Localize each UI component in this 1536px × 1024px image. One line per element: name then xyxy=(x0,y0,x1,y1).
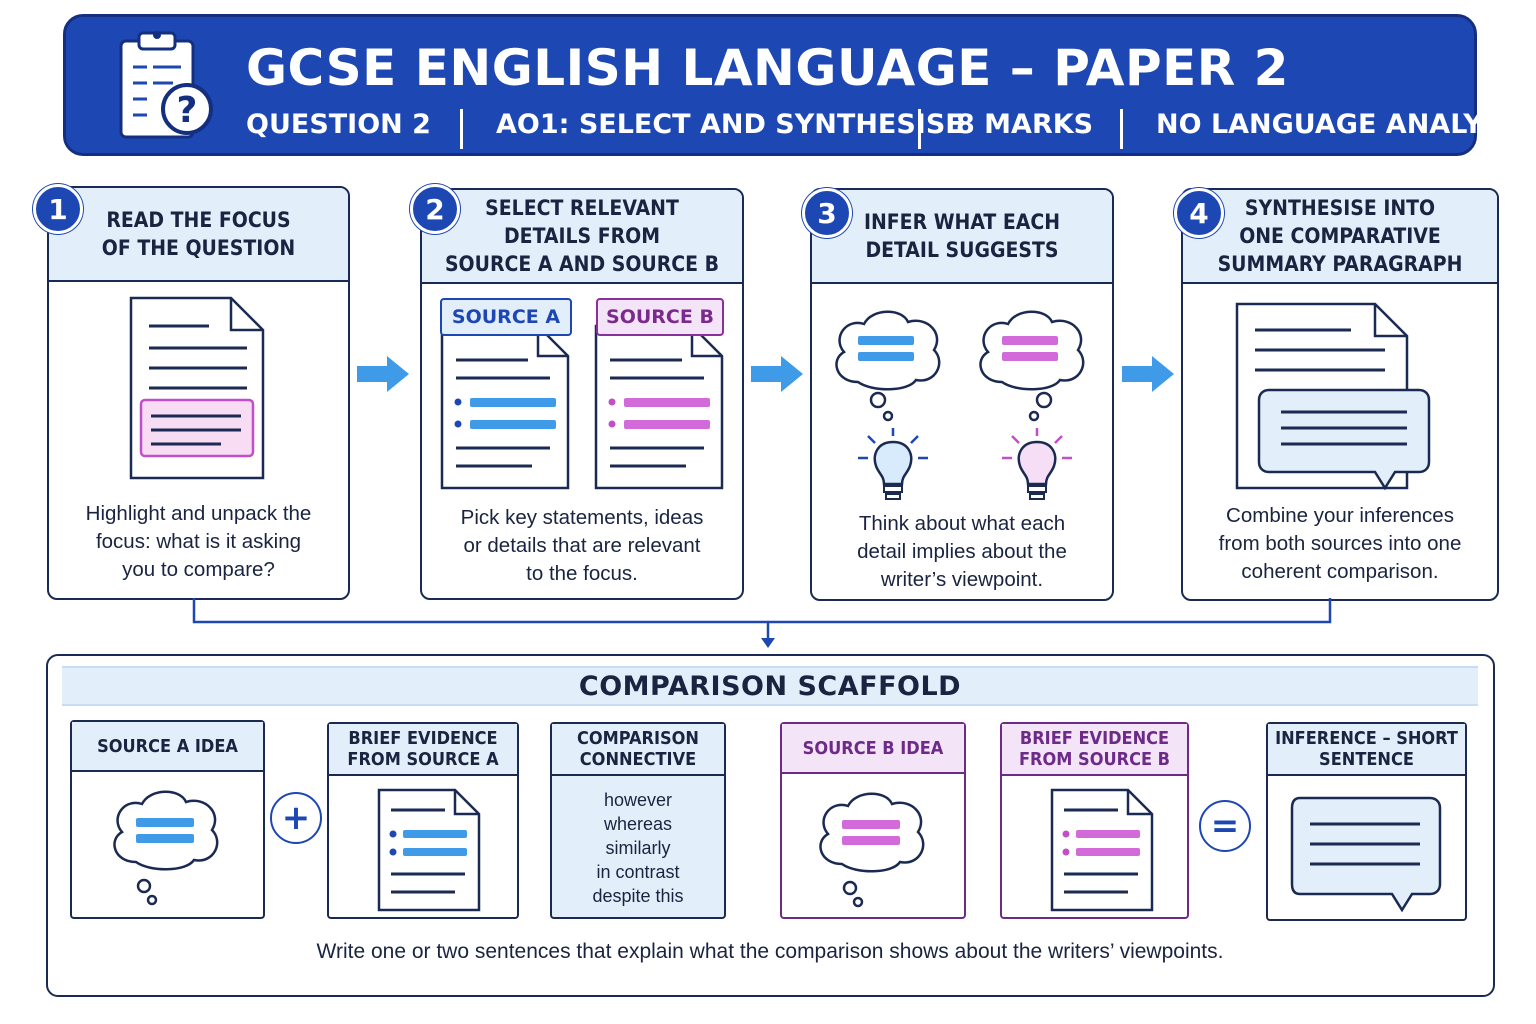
thought-bubble-blue-icon xyxy=(835,310,941,500)
plus-operator: + xyxy=(270,792,322,844)
document-blue-icon xyxy=(377,788,481,912)
svg-text:?: ? xyxy=(177,90,198,131)
document-purple-icon xyxy=(1050,788,1154,912)
source-a-tag: SOURCE A xyxy=(440,298,572,336)
comparison-connective-box: COMPARISON CONNECTIVE however whereas si… xyxy=(550,722,726,919)
inference-label: INFERENCE – SHORT SENTENCE xyxy=(1275,728,1458,770)
step-4-number: 4 xyxy=(1174,188,1224,238)
source-b-idea-label: SOURCE B IDEA xyxy=(802,737,944,759)
inference-header: INFERENCE – SHORT SENTENCE xyxy=(1268,724,1465,776)
arrow-right-icon xyxy=(751,356,803,392)
step-1-panel: READ THE FOCUS OF THE QUESTION Highlight… xyxy=(47,186,350,600)
thought-bubble-purple-icon xyxy=(819,792,925,908)
connective-item: in contrast xyxy=(596,862,680,882)
step-3-header: INFER WHAT EACH DETAIL SUGGESTS xyxy=(812,190,1112,284)
source-a-idea-header: SOURCE A IDEA xyxy=(72,722,263,772)
source-a-document-icon xyxy=(440,324,570,490)
evidence-a-box: BRIEF EVIDENCE FROM SOURCE A xyxy=(327,722,519,919)
evidence-b-header: BRIEF EVIDENCE FROM SOURCE B xyxy=(1002,724,1187,776)
step-2-panel: SELECT RELEVANT DETAILS FROM SOURCE A AN… xyxy=(420,188,744,600)
evidence-b-label: BRIEF EVIDENCE FROM SOURCE B xyxy=(1018,728,1171,770)
connective-item: whereas xyxy=(603,814,673,834)
arrow-down-icon xyxy=(761,638,775,648)
header-banner: ? GCSE ENGLISH LANGUAGE – PAPER 2 QUESTI… xyxy=(63,14,1532,156)
divider xyxy=(918,109,921,149)
divider xyxy=(1120,109,1123,149)
divider xyxy=(460,109,463,149)
step-1-number: 1 xyxy=(33,184,83,234)
assessment-objective-label: AO1: SELECT AND SYNTHESISE xyxy=(496,109,964,140)
step-3-panel: INFER WHAT EACH DETAIL SUGGESTS xyxy=(810,188,1114,601)
scaffold-instruction: Write one or two sentences that explain … xyxy=(316,940,1224,963)
evidence-a-header: BRIEF EVIDENCE FROM SOURCE A xyxy=(329,724,517,776)
comparison-connective-label: COMPARISON CONNECTIVE xyxy=(577,728,699,770)
connective-item: however xyxy=(603,790,673,810)
evidence-b-box: BRIEF EVIDENCE FROM SOURCE B xyxy=(1000,722,1189,919)
step-3-number: 3 xyxy=(802,188,852,238)
inference-box: INFERENCE – SHORT SENTENCE xyxy=(1266,722,1467,921)
step-2-description: Pick key statements, ideas or details th… xyxy=(460,506,704,585)
connective-item: similarly xyxy=(605,838,671,858)
source-a-idea-box: SOURCE A IDEA xyxy=(70,720,265,919)
step-2-header: SELECT RELEVANT DETAILS FROM SOURCE A AN… xyxy=(422,190,742,284)
step-4-header: SYNTHESISE INTO ONE COMPARATIVE SUMMARY … xyxy=(1183,190,1497,284)
connector-lines xyxy=(192,598,1332,648)
evidence-a-label: BRIEF EVIDENCE FROM SOURCE A xyxy=(347,728,499,770)
step-1-header: READ THE FOCUS OF THE QUESTION xyxy=(49,188,348,282)
step-2-number: 2 xyxy=(410,184,460,234)
scaffold-title: COMPARISON SCAFFOLD xyxy=(578,670,962,702)
step-4-title: SYNTHESISE INTO ONE COMPARATIVE SUMMARY … xyxy=(1217,196,1463,276)
connective-list: however whereas similarly in contrast de… xyxy=(552,788,724,908)
step-4-panel: SYNTHESISE INTO ONE COMPARATIVE SUMMARY … xyxy=(1181,188,1499,601)
page-title: GCSE ENGLISH LANGUAGE – PAPER 2 xyxy=(246,39,1289,97)
clipboard-question-icon: ? xyxy=(119,31,213,139)
summary-document-icon xyxy=(1235,302,1431,491)
question-label: QUESTION 2 xyxy=(246,109,431,140)
no-analysis-label: NO LANGUAGE ANALYSIS xyxy=(1156,109,1532,140)
arrow-right-icon xyxy=(1122,356,1174,392)
source-b-tag: SOURCE B xyxy=(596,298,724,336)
source-a-idea-label: SOURCE A IDEA xyxy=(97,735,238,757)
source-b-idea-box: SOURCE B IDEA xyxy=(780,722,966,919)
lightbulb-purple-icon xyxy=(1002,428,1072,500)
step-1-description: Highlight and unpack the focus: what is … xyxy=(85,502,312,581)
step-3-title: INFER WHAT EACH DETAIL SUGGESTS xyxy=(863,210,1061,262)
equals-operator: = xyxy=(1199,800,1251,852)
step-3-description: Think about what each detail implies abo… xyxy=(857,512,1067,591)
comparison-connective-header: COMPARISON CONNECTIVE xyxy=(552,724,724,776)
source-b-idea-header: SOURCE B IDEA xyxy=(782,724,964,774)
step-2-title: SELECT RELEVANT DETAILS FROM SOURCE A AN… xyxy=(444,196,720,276)
source-b-document-icon xyxy=(594,324,724,490)
thought-bubble-purple-icon xyxy=(979,310,1085,500)
scaffold-title-bar: COMPARISON SCAFFOLD xyxy=(62,666,1478,706)
connective-item: despite this xyxy=(592,886,684,906)
document-highlight-icon xyxy=(129,296,265,480)
marks-label: 8 MARKS xyxy=(956,109,1094,140)
speech-bubble-icon xyxy=(1290,796,1442,913)
arrow-right-icon xyxy=(357,356,409,392)
step-4-description: Combine your inferences from both source… xyxy=(1218,504,1462,583)
lightbulb-blue-icon xyxy=(858,428,928,500)
thought-bubble-blue-icon xyxy=(113,790,219,906)
step-1-title: READ THE FOCUS OF THE QUESTION xyxy=(101,208,296,260)
